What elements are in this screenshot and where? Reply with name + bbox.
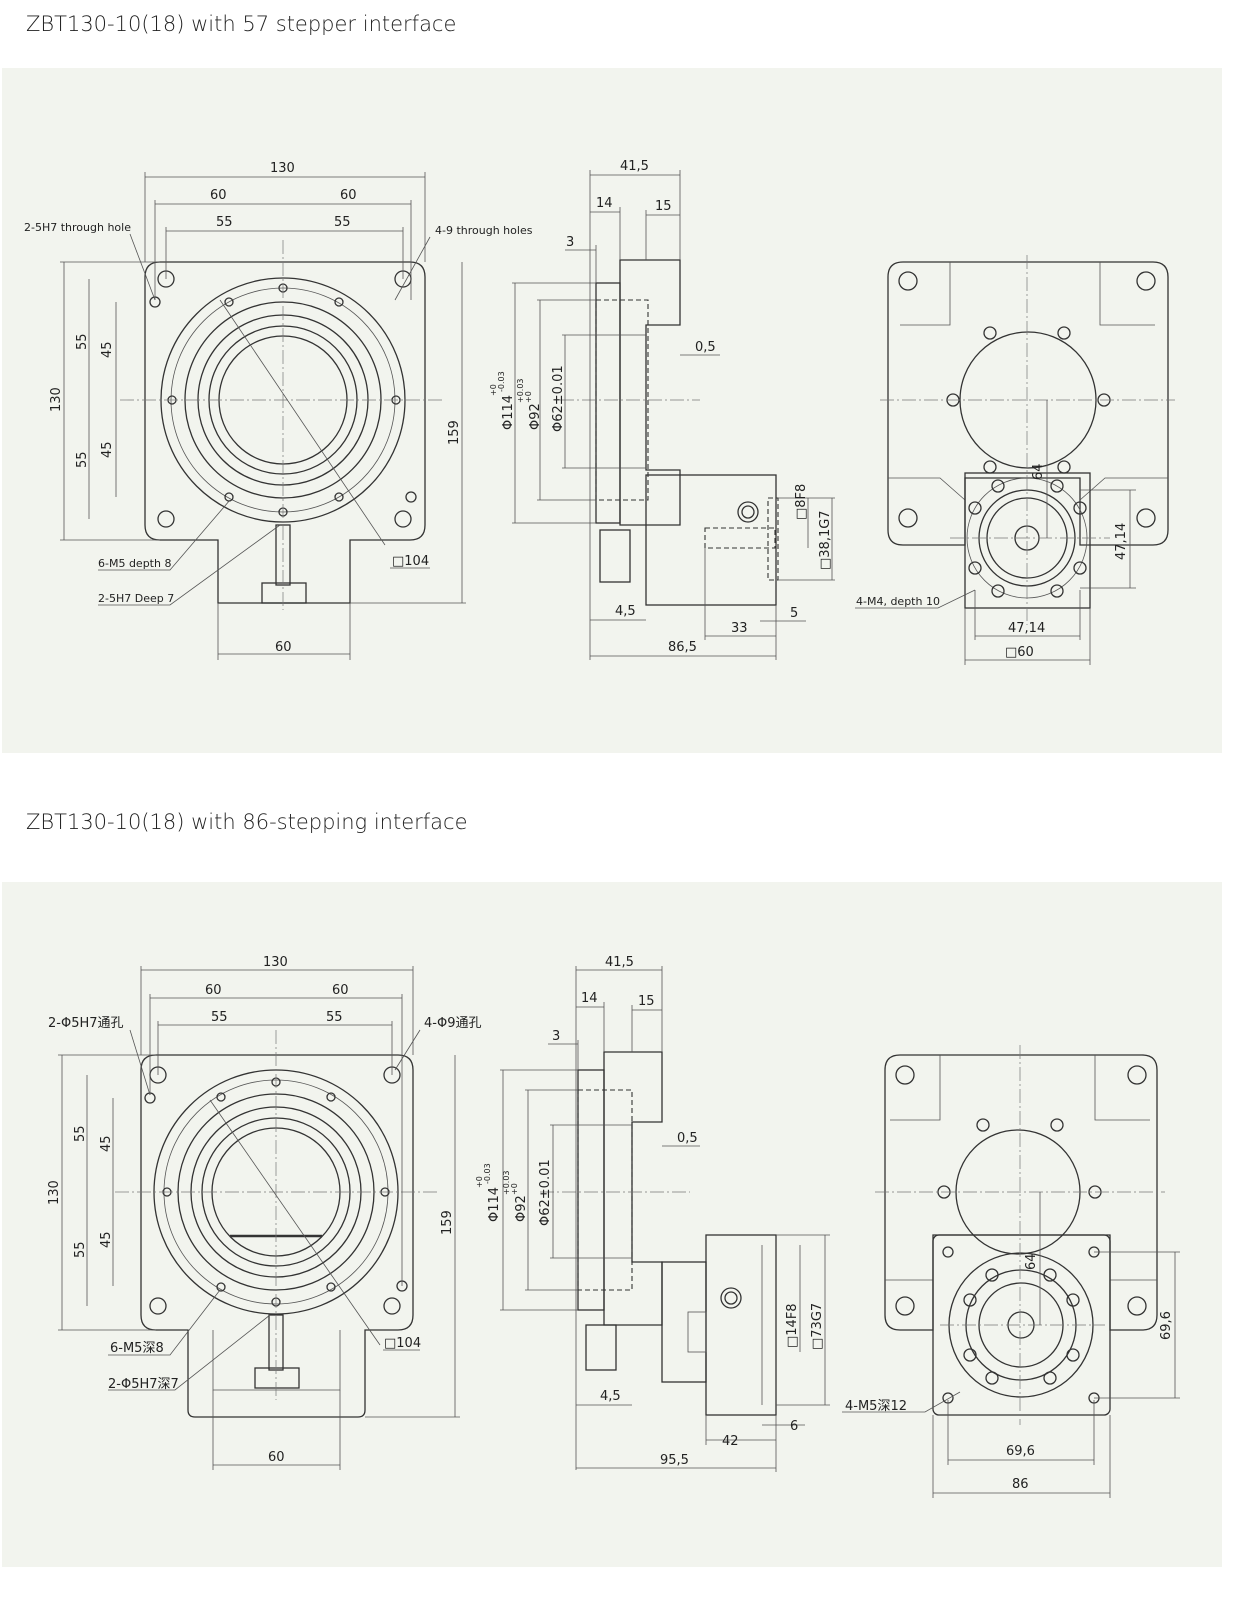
front-view-86: 130 60 60 55 55 2-Φ5H7通孔 4-Φ9通孔 55 45 13… (47, 955, 481, 1470)
dimension-label: 130 (47, 1180, 62, 1205)
dimension-label: □104 (392, 554, 429, 569)
dimension-label: 86,5 (668, 640, 697, 655)
dimension-label: 4,5 (615, 604, 636, 619)
dimension-label: 60 (340, 188, 357, 203)
dimension-label: 64 (1031, 463, 1046, 480)
dimension-label: 4-M4, depth 10 (856, 595, 940, 608)
dimension-label: 60 (275, 640, 292, 655)
dimension-label: 55 (211, 1010, 228, 1025)
dimension-label: 55 (334, 215, 351, 230)
dimension-label: 55 (73, 1241, 88, 1258)
dimension-label: 55 (75, 333, 90, 350)
dimension-label: 47,14 (1008, 621, 1045, 636)
dimension-label: 69,6 (1006, 1444, 1035, 1459)
dimension-label: 3 (566, 235, 574, 250)
dimension-label: 33 (731, 621, 748, 636)
dimension-label: 130 (270, 161, 295, 176)
dimension-label: 45 (100, 441, 115, 458)
dimension-label: 15 (638, 994, 655, 1009)
dimension-label: □38,1G7 (818, 510, 833, 570)
dimension-label: □14F8 (785, 1303, 800, 1348)
section2-title: ZBT130-10(18) with 86-stepping interface (26, 810, 468, 834)
drawing-panel-57-stepper (2, 68, 1222, 753)
dimension-label: □73G7 (810, 1303, 825, 1350)
section1-title: ZBT130-10(18) with 57 stepper interface (26, 12, 457, 36)
dimension-label: 2-5H7 through hole (24, 221, 131, 234)
dimension-label: -0.03 (497, 371, 506, 392)
dimension-label: Φ62±0.01 (551, 365, 566, 432)
dimension-label: 3 (552, 1029, 560, 1044)
dimension-label: 6-M5深8 (110, 1341, 164, 1356)
dimension-label: 60 (268, 1450, 285, 1465)
dimension-label: +0.03 (502, 1170, 511, 1195)
dimension-label: 55 (75, 451, 90, 468)
dimension-label: 2-Φ5H7深7 (108, 1377, 179, 1392)
drawing-panel-86-stepper (2, 882, 1222, 1567)
dimension-label: 55 (216, 215, 233, 230)
dimension-label: Φ92 (528, 403, 543, 430)
dimension-label: 4,5 (600, 1389, 621, 1404)
dimension-label: 55 (326, 1010, 343, 1025)
dimension-label: 0,5 (677, 1131, 698, 1146)
dimension-label: 60 (332, 983, 349, 998)
dimension-label: 2-Φ5H7通孔 (48, 1016, 124, 1031)
dimension-label: 14 (581, 991, 598, 1006)
dimension-label: 159 (447, 420, 462, 445)
dimension-label: 60 (205, 983, 222, 998)
dimension-label: +0 (510, 1183, 519, 1195)
dimension-label: 86 (1012, 1477, 1029, 1492)
dimension-label: -0.03 (483, 1163, 492, 1184)
dimension-label: 45 (100, 341, 115, 358)
dimension-label: 15 (655, 199, 672, 214)
dimension-label: 45 (99, 1231, 114, 1248)
dimension-label: 0,5 (695, 340, 716, 355)
dimension-label: 95,5 (660, 1453, 689, 1468)
dimension-label: 41,5 (605, 955, 634, 970)
dimension-label: 130 (49, 387, 64, 412)
dimension-label: Φ114 (487, 1187, 502, 1222)
dimension-label: □104 (384, 1336, 421, 1351)
dimension-label: 69,6 (1159, 1311, 1174, 1340)
dimension-label: 6-M5 depth 8 (98, 557, 171, 570)
dimension-label: □8F8 (794, 484, 809, 520)
dimension-label: 64 (1024, 1253, 1039, 1270)
dimension-label: Φ114 (501, 395, 516, 430)
dimension-label: 14 (596, 196, 613, 211)
dimension-label: +0.03 (516, 378, 525, 403)
dimension-label: 5 (790, 606, 798, 621)
rear-view-57: 64 47,14 4-M4, depth 10 47,14 □60 (855, 255, 1175, 665)
rear-view-86: 64 69,6 4-M5深12 69,6 86 (842, 1045, 1180, 1498)
dimension-label: 130 (263, 955, 288, 970)
dimension-label: Φ62±0.01 (538, 1159, 553, 1226)
dimension-label: +0 (489, 384, 498, 396)
dimension-label: □60 (1005, 645, 1034, 660)
dimension-label: 42 (722, 1434, 739, 1449)
dimension-label: 60 (210, 188, 227, 203)
dimension-label: 4-M5深12 (845, 1399, 907, 1414)
front-view-57-dimensions: 130 60 60 55 55 2-5H7 through hole 4-9 t… (24, 161, 533, 655)
side-view-57: 41,5 14 15 3 0,5 Φ114-0.03+0 Φ92+0+0.03 … (489, 159, 835, 660)
dimension-label: +0 (524, 391, 533, 403)
dimension-label: 47,14 (1114, 523, 1129, 560)
dimension-label: 41,5 (620, 159, 649, 174)
dimension-label: Φ92 (514, 1195, 529, 1222)
dimension-label: 45 (99, 1135, 114, 1152)
dimension-label: +0 (475, 1176, 484, 1188)
dimension-label: 4-9 through holes (435, 224, 533, 237)
dimension-label: 6 (790, 1419, 798, 1434)
dimension-label: 55 (73, 1125, 88, 1142)
dimension-label: 2-5H7 Deep 7 (98, 592, 174, 605)
side-view-86: 41,5 14 15 3 0,5 Φ114-0.03+0 Φ92+0+0.03 … (475, 955, 830, 1472)
dimension-label: 4-Φ9通孔 (424, 1016, 481, 1031)
front-view-57 (60, 172, 466, 660)
dimension-label: 159 (440, 1210, 455, 1235)
